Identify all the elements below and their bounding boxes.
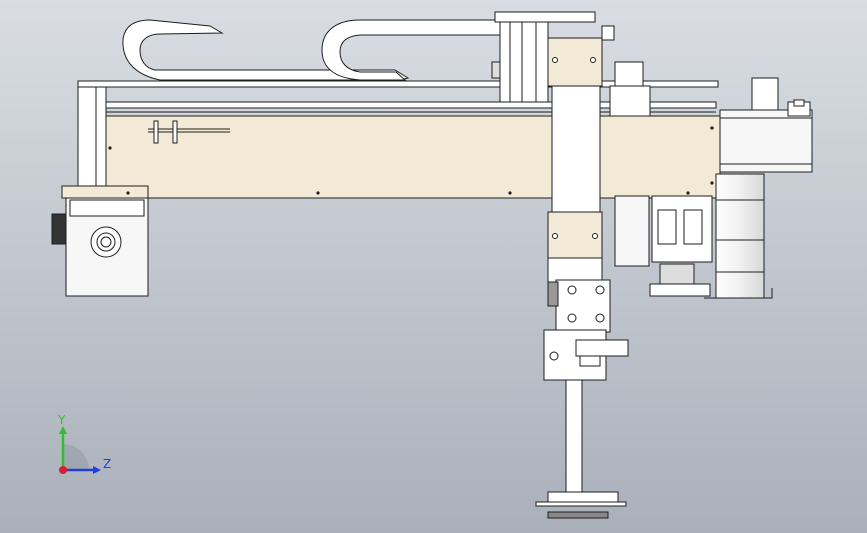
beam-end-cap bbox=[61, 185, 149, 199]
left-gearbox bbox=[51, 197, 149, 297]
sensor-flags bbox=[148, 120, 230, 144]
top-rail bbox=[77, 80, 719, 88]
right-servo-motor bbox=[719, 77, 813, 173]
left-support-post bbox=[77, 86, 97, 188]
left-end-plate bbox=[95, 86, 107, 188]
vertical-slide bbox=[543, 85, 629, 381]
drive-wheel bbox=[704, 173, 773, 299]
coordinate-triad-icon bbox=[59, 426, 101, 474]
upper-vertical-column bbox=[491, 11, 651, 117]
z-axis-label: Z bbox=[103, 457, 112, 471]
vacuum-rod-tool bbox=[535, 379, 627, 519]
main-beam bbox=[105, 115, 721, 199]
beam-bolts bbox=[108, 126, 714, 195]
y-axis-label: Y bbox=[58, 413, 66, 427]
guide-blocks bbox=[614, 195, 713, 297]
cable-chain-right bbox=[321, 19, 511, 81]
